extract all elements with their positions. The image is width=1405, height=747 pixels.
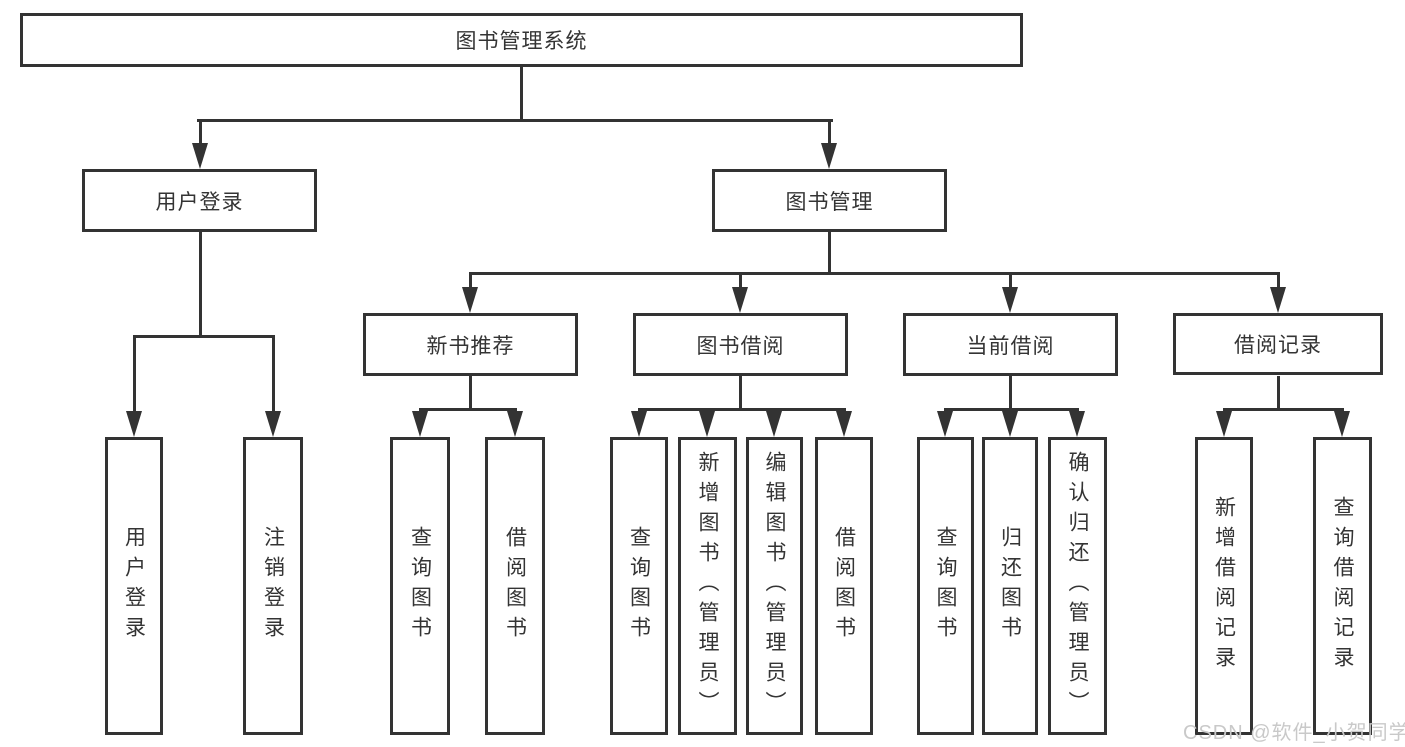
connector-line bbox=[468, 376, 472, 410]
arrow-head-icon bbox=[265, 411, 281, 437]
arrow-head-icon bbox=[937, 411, 953, 437]
node-book-borrowing: 图书借阅 bbox=[633, 313, 848, 376]
arrow-head-icon bbox=[192, 143, 208, 169]
arrow-head-icon bbox=[126, 411, 142, 437]
connector-line bbox=[637, 408, 846, 411]
arrow-head-icon bbox=[766, 411, 782, 437]
arrow-head-icon bbox=[1002, 287, 1018, 313]
watermark: CSDN @软件_小贺同学 bbox=[1183, 722, 1405, 744]
node-book-management: 图书管理 bbox=[712, 169, 947, 232]
connector-line bbox=[418, 408, 517, 411]
leaf-edit-books-admin: 编辑图书（管理员） bbox=[746, 437, 803, 735]
connector-line bbox=[1276, 376, 1280, 410]
connector-line bbox=[1222, 408, 1344, 411]
connector-line bbox=[827, 119, 831, 149]
node-user-login: 用户登录 bbox=[82, 169, 317, 232]
connector-line bbox=[1276, 272, 1280, 293]
connector-line bbox=[468, 272, 472, 293]
leaf-logout: 注销登录 bbox=[243, 437, 303, 735]
arrow-head-icon bbox=[412, 411, 428, 437]
leaf-borrow-books: 借阅图书 bbox=[485, 437, 545, 735]
arrow-head-icon bbox=[1270, 287, 1286, 313]
arrow-head-icon bbox=[732, 287, 748, 313]
leaf-return-books: 归还图书 bbox=[982, 437, 1038, 735]
arrow-head-icon bbox=[836, 411, 852, 437]
leaf-query-books: 查询图书 bbox=[610, 437, 668, 735]
connector-line bbox=[1008, 376, 1012, 410]
connector-line bbox=[132, 335, 136, 417]
arrow-head-icon bbox=[1069, 411, 1085, 437]
connector-line bbox=[198, 232, 202, 337]
leaf-confirm-return-admin: 确认归还（管理员） bbox=[1048, 437, 1107, 735]
connector-line bbox=[271, 335, 275, 417]
arrow-head-icon bbox=[631, 411, 647, 437]
connector-line bbox=[738, 272, 742, 293]
connector-line bbox=[198, 119, 202, 149]
node-borrowing-records: 借阅记录 bbox=[1173, 313, 1383, 375]
connector-line bbox=[827, 232, 831, 274]
leaf-query-books: 查询图书 bbox=[917, 437, 974, 735]
arrow-head-icon bbox=[507, 411, 523, 437]
arrow-head-icon bbox=[821, 143, 837, 169]
leaf-query-books: 查询图书 bbox=[390, 437, 450, 735]
node-new-book-recommend: 新书推荐 bbox=[363, 313, 578, 376]
leaf-query-borrow-record: 查询借阅记录 bbox=[1313, 437, 1372, 735]
leaf-add-books-admin: 新增图书（管理员） bbox=[678, 437, 737, 735]
leaf-user-login: 用户登录 bbox=[105, 437, 163, 735]
connector-line bbox=[132, 335, 275, 338]
node-current-borrowing: 当前借阅 bbox=[903, 313, 1118, 376]
arrow-head-icon bbox=[462, 287, 478, 313]
arrow-head-icon bbox=[699, 411, 715, 437]
connector-line bbox=[1008, 272, 1012, 293]
connector-line bbox=[519, 67, 523, 121]
connector-line bbox=[468, 272, 1280, 275]
leaf-add-borrow-record: 新增借阅记录 bbox=[1195, 437, 1253, 735]
connector-line bbox=[738, 376, 742, 410]
connector-line bbox=[196, 119, 833, 122]
leaf-borrow-books: 借阅图书 bbox=[815, 437, 873, 735]
node-library-management-system: 图书管理系统 bbox=[20, 13, 1023, 67]
arrow-head-icon bbox=[1216, 411, 1232, 437]
arrow-head-icon bbox=[1334, 411, 1350, 437]
arrow-head-icon bbox=[1002, 411, 1018, 437]
